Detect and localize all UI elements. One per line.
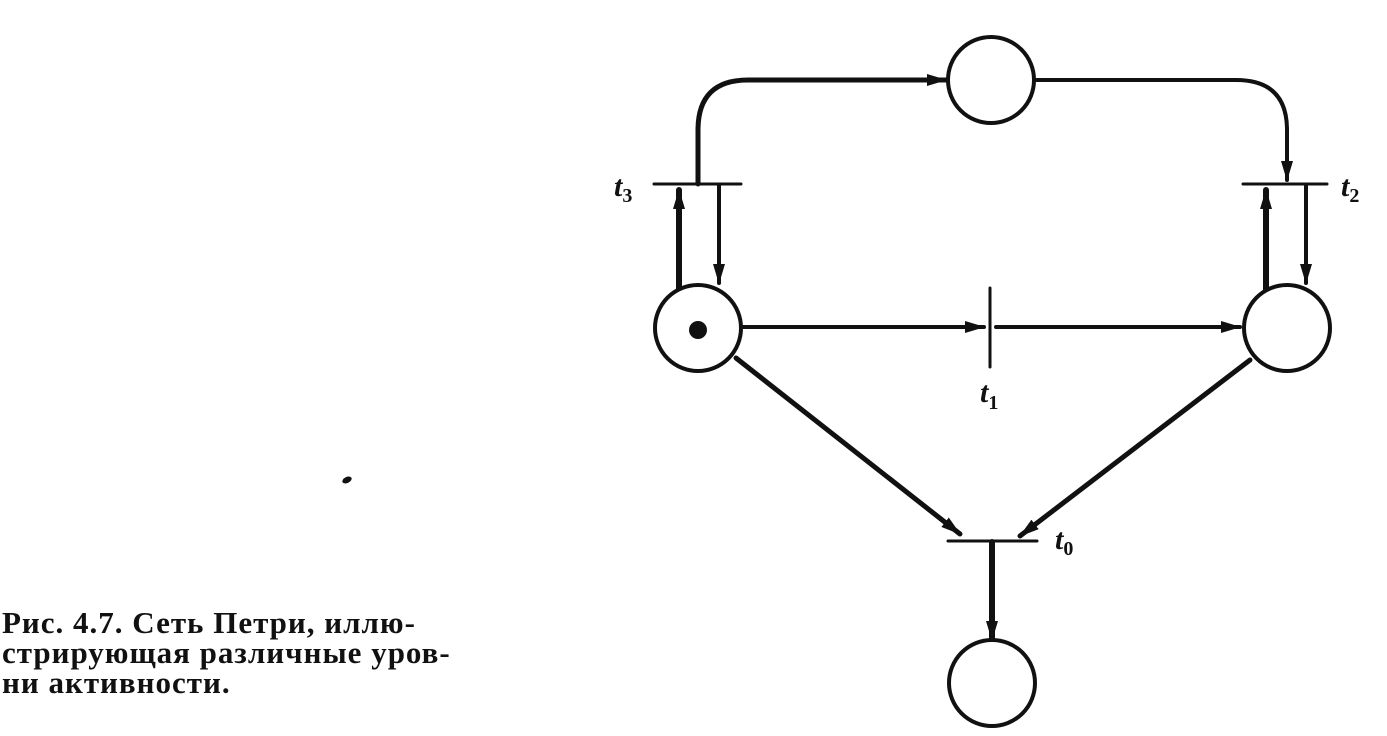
label-t1: t1 <box>980 376 998 414</box>
arc-top-place-to-t2 <box>1033 78 1293 182</box>
token-dot <box>689 321 707 339</box>
place-right <box>1242 283 1332 373</box>
arc-right-place-to-t0 <box>1017 357 1253 539</box>
place-top <box>946 35 1036 125</box>
place-bottom <box>947 638 1037 728</box>
caption-line-1: Рис. 4.7. Сеть Петри, иллю- <box>2 605 416 640</box>
label-t3: t3 <box>614 170 632 207</box>
arc-t3-to-top-place <box>695 74 949 187</box>
caption-line-2: стрирующая различные уров- <box>2 635 451 670</box>
arc-left-place-to-t0 <box>733 355 963 537</box>
label-t0: t0 <box>1055 523 1073 560</box>
figure-caption: Рис. 4.7. Сеть Петри, иллю- стрирующая р… <box>2 605 562 700</box>
label-t2: t2 <box>1341 170 1359 207</box>
print-speck <box>342 476 352 484</box>
caption-line-3: ни активности. <box>2 665 231 700</box>
